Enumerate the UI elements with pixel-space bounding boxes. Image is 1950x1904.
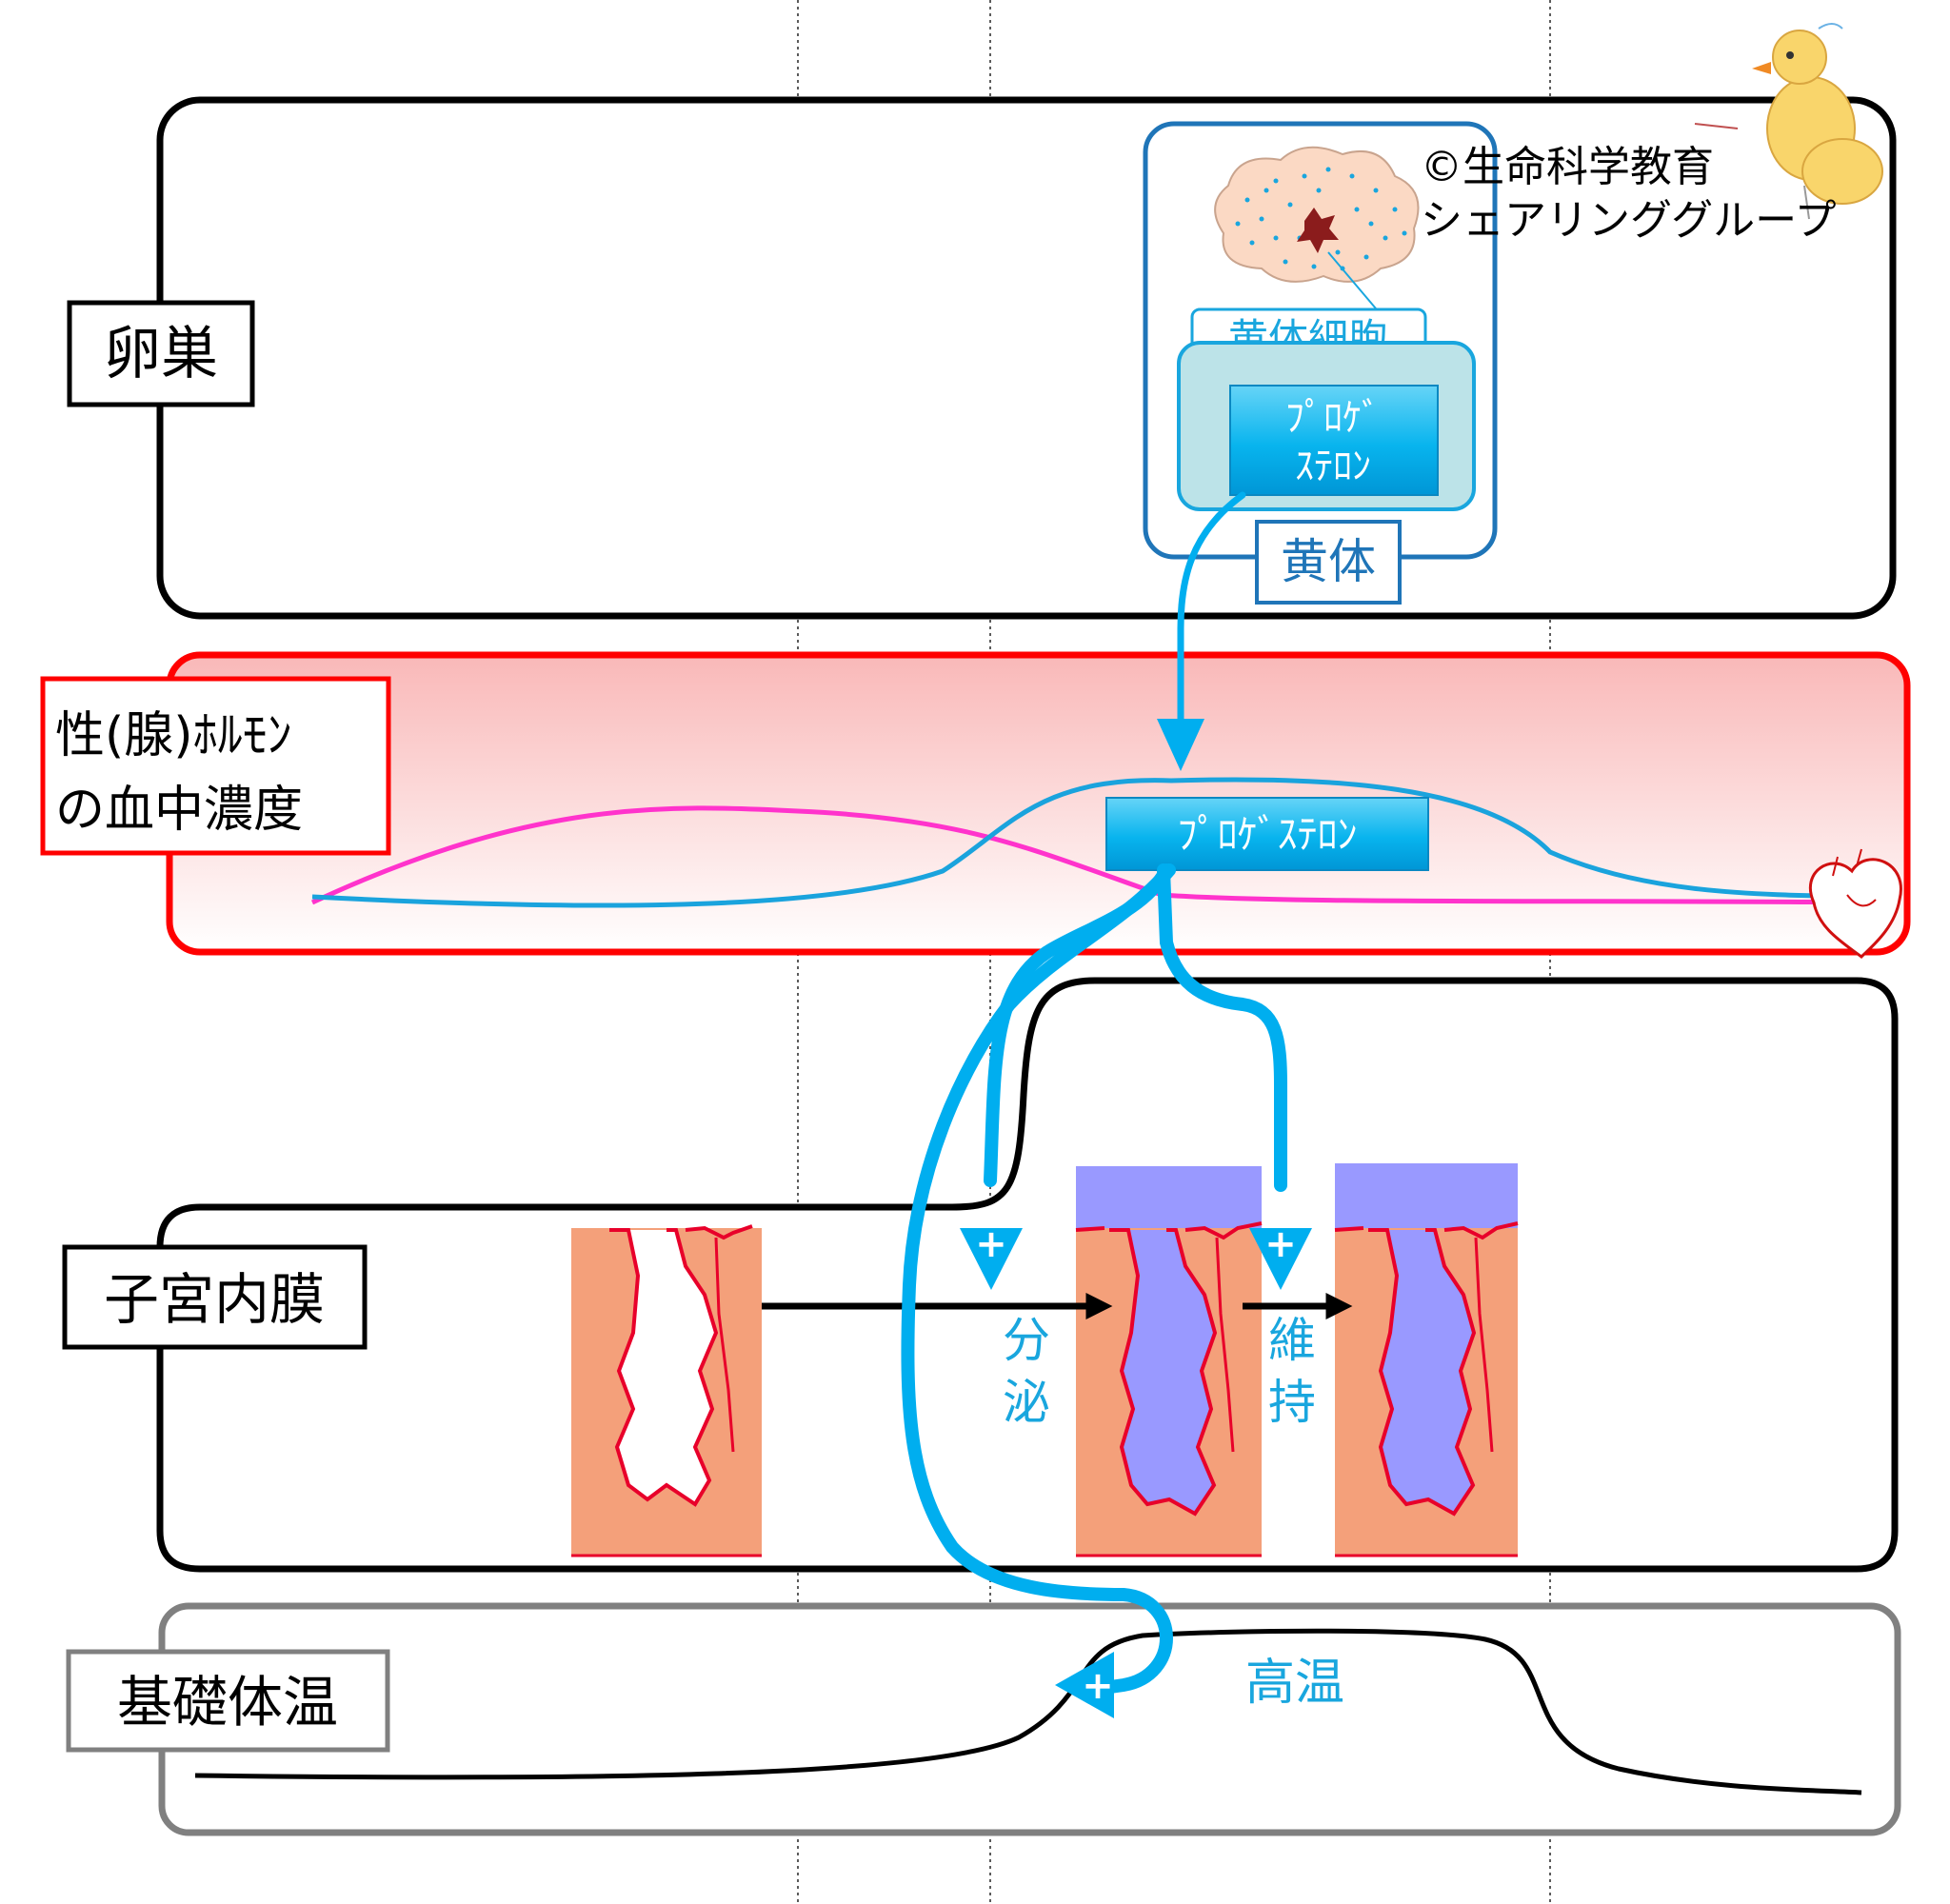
progesterone-blood-label: ﾌﾟﾛｹﾞｽﾃﾛﾝ bbox=[1177, 811, 1357, 858]
ovary-row-label-box bbox=[67, 300, 255, 407]
progesterone-label-line2: ｽﾃﾛﾝ bbox=[1295, 445, 1371, 488]
endometrium-panel bbox=[156, 977, 1899, 1573]
heart-icon bbox=[1808, 848, 1902, 959]
blood-row-label-line2: の血中濃度 bbox=[55, 782, 303, 839]
flow-arrow-to-maintenance bbox=[1157, 863, 1287, 1192]
flow-arrow-ovary-to-blood bbox=[1177, 491, 1246, 727]
temperature-row-label-box bbox=[66, 1649, 390, 1753]
ovary-row-label: 卵巣 bbox=[104, 321, 218, 387]
copyright-line1: ©生命科学教育 bbox=[1421, 143, 1714, 191]
maintenance-label-char2: 持 bbox=[1268, 1375, 1316, 1430]
copyright-line2: シェアリンググループ bbox=[1421, 196, 1836, 245]
corpus-luteum-cell-icon bbox=[1214, 146, 1420, 315]
plus-sign-secretion: + bbox=[975, 1222, 1007, 1266]
phase-divider-lines bbox=[797, 0, 1551, 1904]
endometrium-row-label-box bbox=[62, 1244, 368, 1350]
progesterone-label-line1: ﾌﾟﾛｹﾞ bbox=[1285, 396, 1381, 440]
secretion-label-char2: 泌 bbox=[1003, 1375, 1050, 1430]
flow-arrow-to-temperature bbox=[901, 863, 1176, 1696]
plus-sign-maintenance: + bbox=[1264, 1222, 1297, 1266]
blood-row-label-box bbox=[40, 676, 391, 856]
progesterone-flow-arrows bbox=[901, 491, 1287, 1696]
endometrium-tissue-icon bbox=[1334, 1163, 1519, 1557]
arrow-head bbox=[960, 1228, 1023, 1290]
arrow-head bbox=[1157, 719, 1204, 771]
progesterone-box-ovary bbox=[1229, 385, 1439, 496]
basal-temperature-curve bbox=[194, 1628, 1862, 1795]
chick-mascot-icon bbox=[1694, 23, 1883, 220]
temperature-panel bbox=[158, 1602, 1901, 1836]
arrow-head bbox=[1055, 1652, 1114, 1718]
progesterone-curve bbox=[311, 777, 1872, 908]
blood-row-label-line1: 性(腺)ﾎﾙﾓﾝ bbox=[55, 707, 292, 764]
estrogen-curve bbox=[310, 805, 1872, 905]
maintenance-label-char1: 維 bbox=[1268, 1313, 1316, 1368]
progesterone-box-blood bbox=[1105, 797, 1429, 871]
arrow-head bbox=[1249, 1228, 1312, 1290]
corpus-luteum-label-box bbox=[1255, 520, 1402, 605]
corpus-luteum-label: 黄体 bbox=[1281, 534, 1376, 589]
endometrium-tissue-icon bbox=[1075, 1166, 1263, 1557]
temperature-row-label: 基礎体温 bbox=[117, 1670, 338, 1735]
plus-sign-temperature: + bbox=[1082, 1664, 1114, 1708]
high-temperature-label: 高温 bbox=[1245, 1655, 1344, 1712]
secretion-label-char1: 分 bbox=[1003, 1313, 1050, 1368]
cell-granules bbox=[1235, 167, 1407, 271]
endometrium-tissue-icon bbox=[571, 1224, 762, 1557]
endometrium-row-label: 子宮内膜 bbox=[104, 1267, 325, 1332]
